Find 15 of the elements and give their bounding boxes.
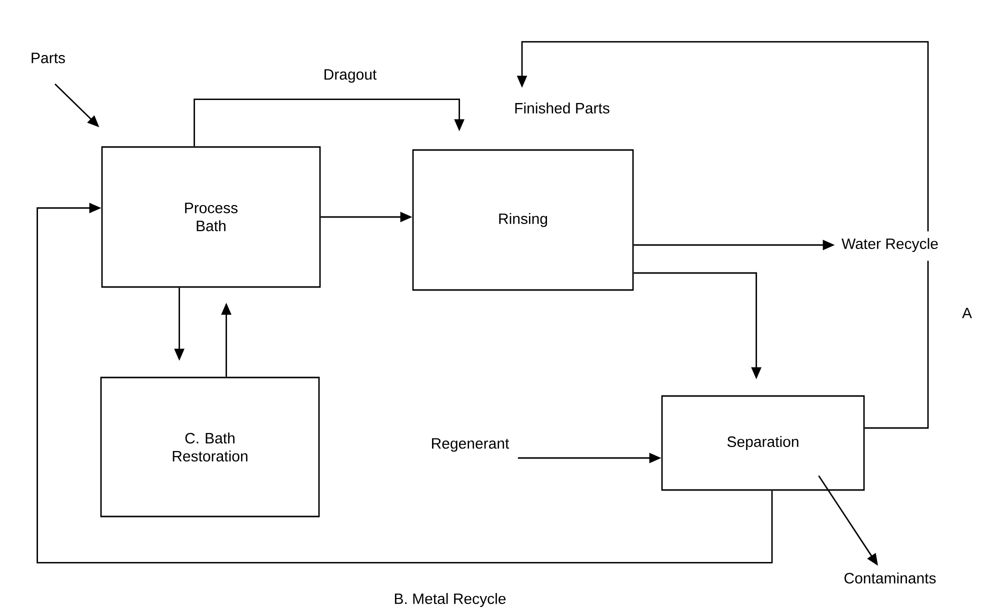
edge-label: B. Metal Recycle (392, 591, 508, 609)
flow-label: Regenerant (432, 438, 510, 452)
arrow (36, 202, 773, 564)
flow-label: Contaminants (844, 572, 936, 584)
flow-label: Finished Parts (515, 102, 610, 114)
connector-line (864, 260, 929, 429)
arrow (194, 98, 464, 146)
process-box: Separation (661, 395, 865, 491)
stream-label: A (962, 308, 972, 318)
flow-label: Parts (32, 52, 65, 64)
flow-label: Water Recycle (842, 238, 938, 252)
process-box: Process Bath (101, 146, 321, 288)
process-box: Rinsing (412, 149, 634, 291)
process-box: C. Bath Restoration (100, 376, 320, 518)
edge-label: Dragout (321, 67, 379, 85)
